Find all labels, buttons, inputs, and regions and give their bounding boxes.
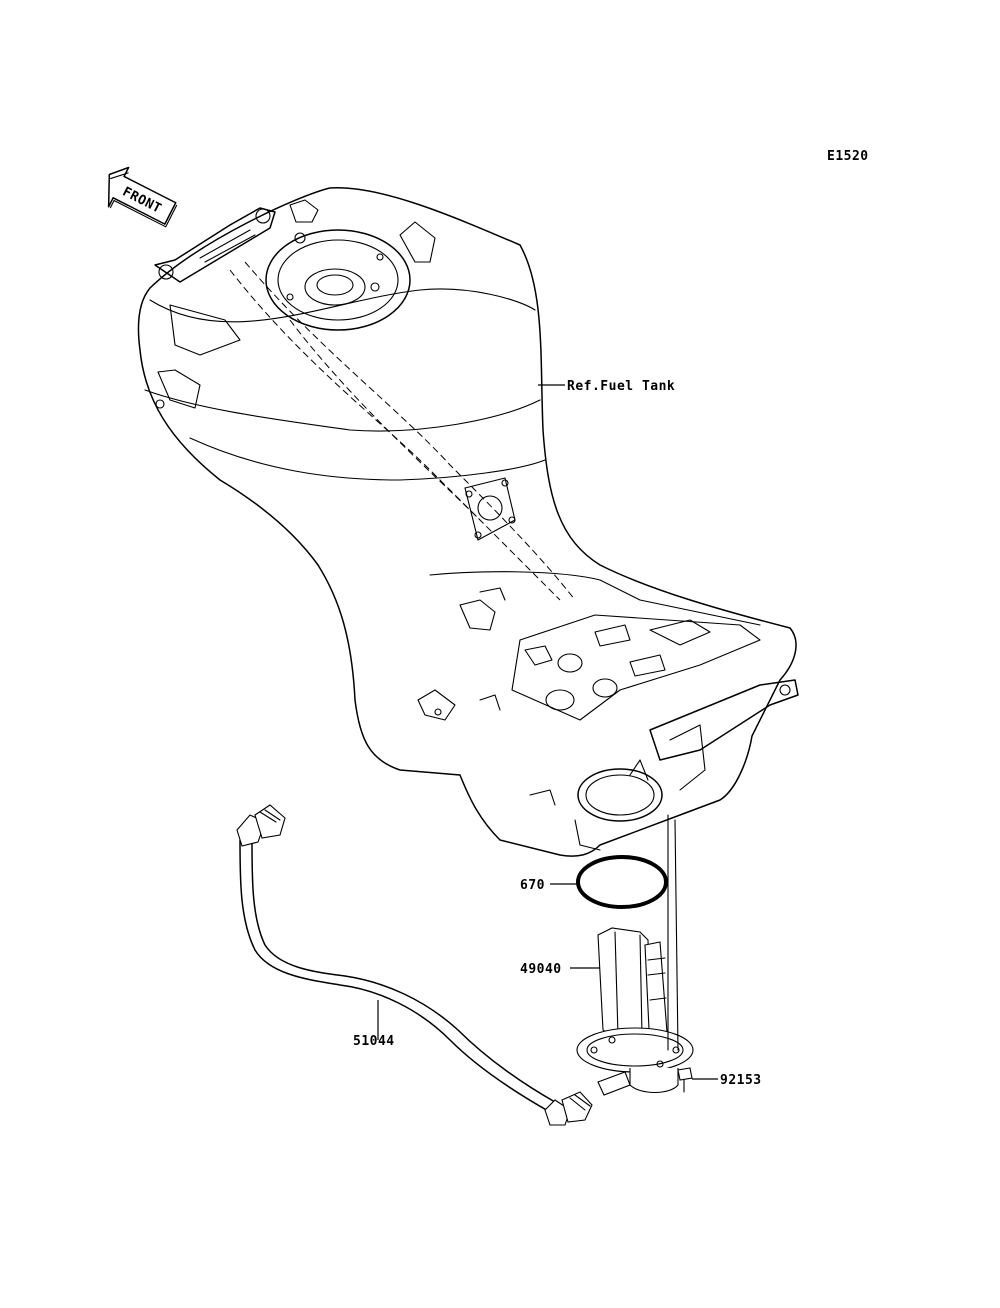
front-direction-arrow: FRONT [107, 166, 178, 228]
fuel-hose-part-number: 51044 [353, 1034, 395, 1049]
diagram-code: E1520 [827, 149, 869, 164]
gasket-ring [576, 855, 668, 909]
fuel-hose [236, 804, 593, 1126]
bolt-part-number: 92153 [720, 1073, 762, 1088]
fuel-pump-part-number: 49040 [520, 962, 562, 977]
fuel-tank-outline [137, 187, 799, 857]
gasket-part-number: 670 [520, 878, 545, 893]
fuel-pump-assembly [576, 814, 694, 1096]
bolt [677, 1067, 693, 1093]
fuel-tank-ref-label: Ref.Fuel Tank [567, 379, 675, 394]
